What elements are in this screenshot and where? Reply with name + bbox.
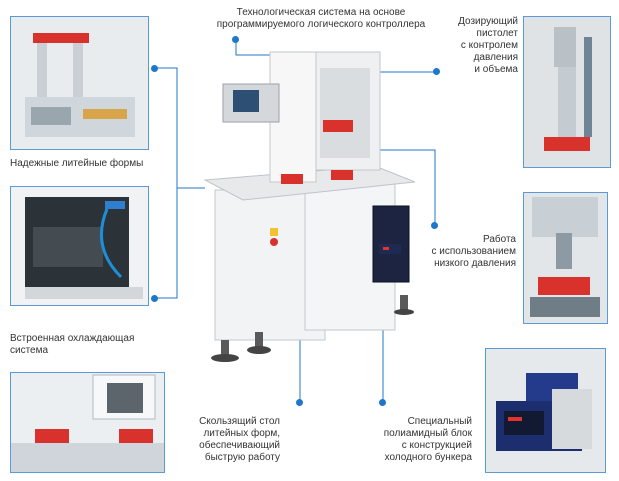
label-table: Скользящий стол литейных форм, обеспечив… [199,416,280,463]
label-gun: Дозирующий пистолет с контролем давления… [458,16,518,75]
label-low-pressure: Работа с использованием низкого давления [431,234,516,269]
marker-dot-block [379,399,386,406]
molds-photo [10,16,149,150]
label-block: Специальный полиамидный блок с конструкц… [383,416,472,463]
marker-dot-table [296,399,303,406]
marker-dot-molds [151,65,158,72]
gun-photo [523,16,611,168]
marker-dot-plc [232,36,239,43]
label-molds: Надежные литейные формы [10,158,144,169]
label-plc: Технологическая система на основе програ… [216,7,426,30]
machine-illustration [203,51,416,362]
marker-dot-cooling [151,295,158,302]
label-cooling: Встроенная охлаждающая система [10,333,135,356]
marker-dot-gun [433,68,440,75]
cooling-photo [10,186,149,306]
table-photo [10,372,165,473]
marker-dot-low-pressure [431,222,438,229]
block-photo [485,348,606,473]
low-pressure-photo [523,192,608,324]
